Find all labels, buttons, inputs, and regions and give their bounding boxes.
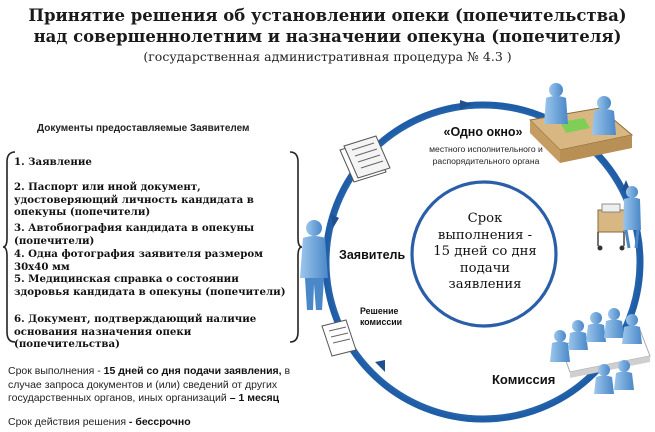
applicant-label: Заявитель	[339, 248, 406, 262]
right-bracket	[289, 151, 302, 343]
documents-icon	[339, 135, 391, 183]
term-note: Срок выполнения - 15 дней со дня подачи …	[8, 365, 291, 404]
validity-note: Срок действия решения - бессрочно	[8, 416, 191, 428]
document-item: 3. Автобиография кандидата в опекуны (по…	[14, 222, 255, 247]
document-item: 4. Одна фотография заявителя размером 30…	[14, 248, 263, 273]
cart-icon	[597, 186, 641, 251]
decision-label: Решение комиссии	[360, 306, 403, 327]
documents-heading: Документы предоставляемые Заявителем	[37, 123, 250, 134]
decision-document-icon	[321, 319, 357, 357]
office-desk-icon	[528, 83, 634, 163]
person-icon	[300, 220, 328, 310]
page-title: Принятие решения об установлении опеки (…	[28, 6, 627, 25]
one-window-title: «Одно окно»	[443, 125, 523, 139]
document-item: 1. Заявление	[14, 156, 92, 168]
document-item: 5. Медицинская справка о состоянии здоро…	[14, 273, 286, 298]
commission-table-icon	[550, 308, 651, 394]
commission-label: Комиссия	[492, 372, 556, 387]
center-term-text: Срок выполнения - 15 дней со дня подачи …	[433, 211, 537, 292]
page-subtitle: (государственная административная процед…	[143, 49, 512, 64]
document-item: 6. Документ, подтверждающий наличие осно…	[14, 313, 257, 350]
document-item: 2. Паспорт или иной документ, удостоверя…	[14, 181, 254, 218]
one-window-subtitle: местного исполнительного и распорядитель…	[429, 144, 543, 166]
center-circle	[410, 180, 558, 328]
left-bracket	[3, 151, 16, 343]
page-title-line2: над совершеннолетним и назначении опекун…	[33, 27, 622, 46]
